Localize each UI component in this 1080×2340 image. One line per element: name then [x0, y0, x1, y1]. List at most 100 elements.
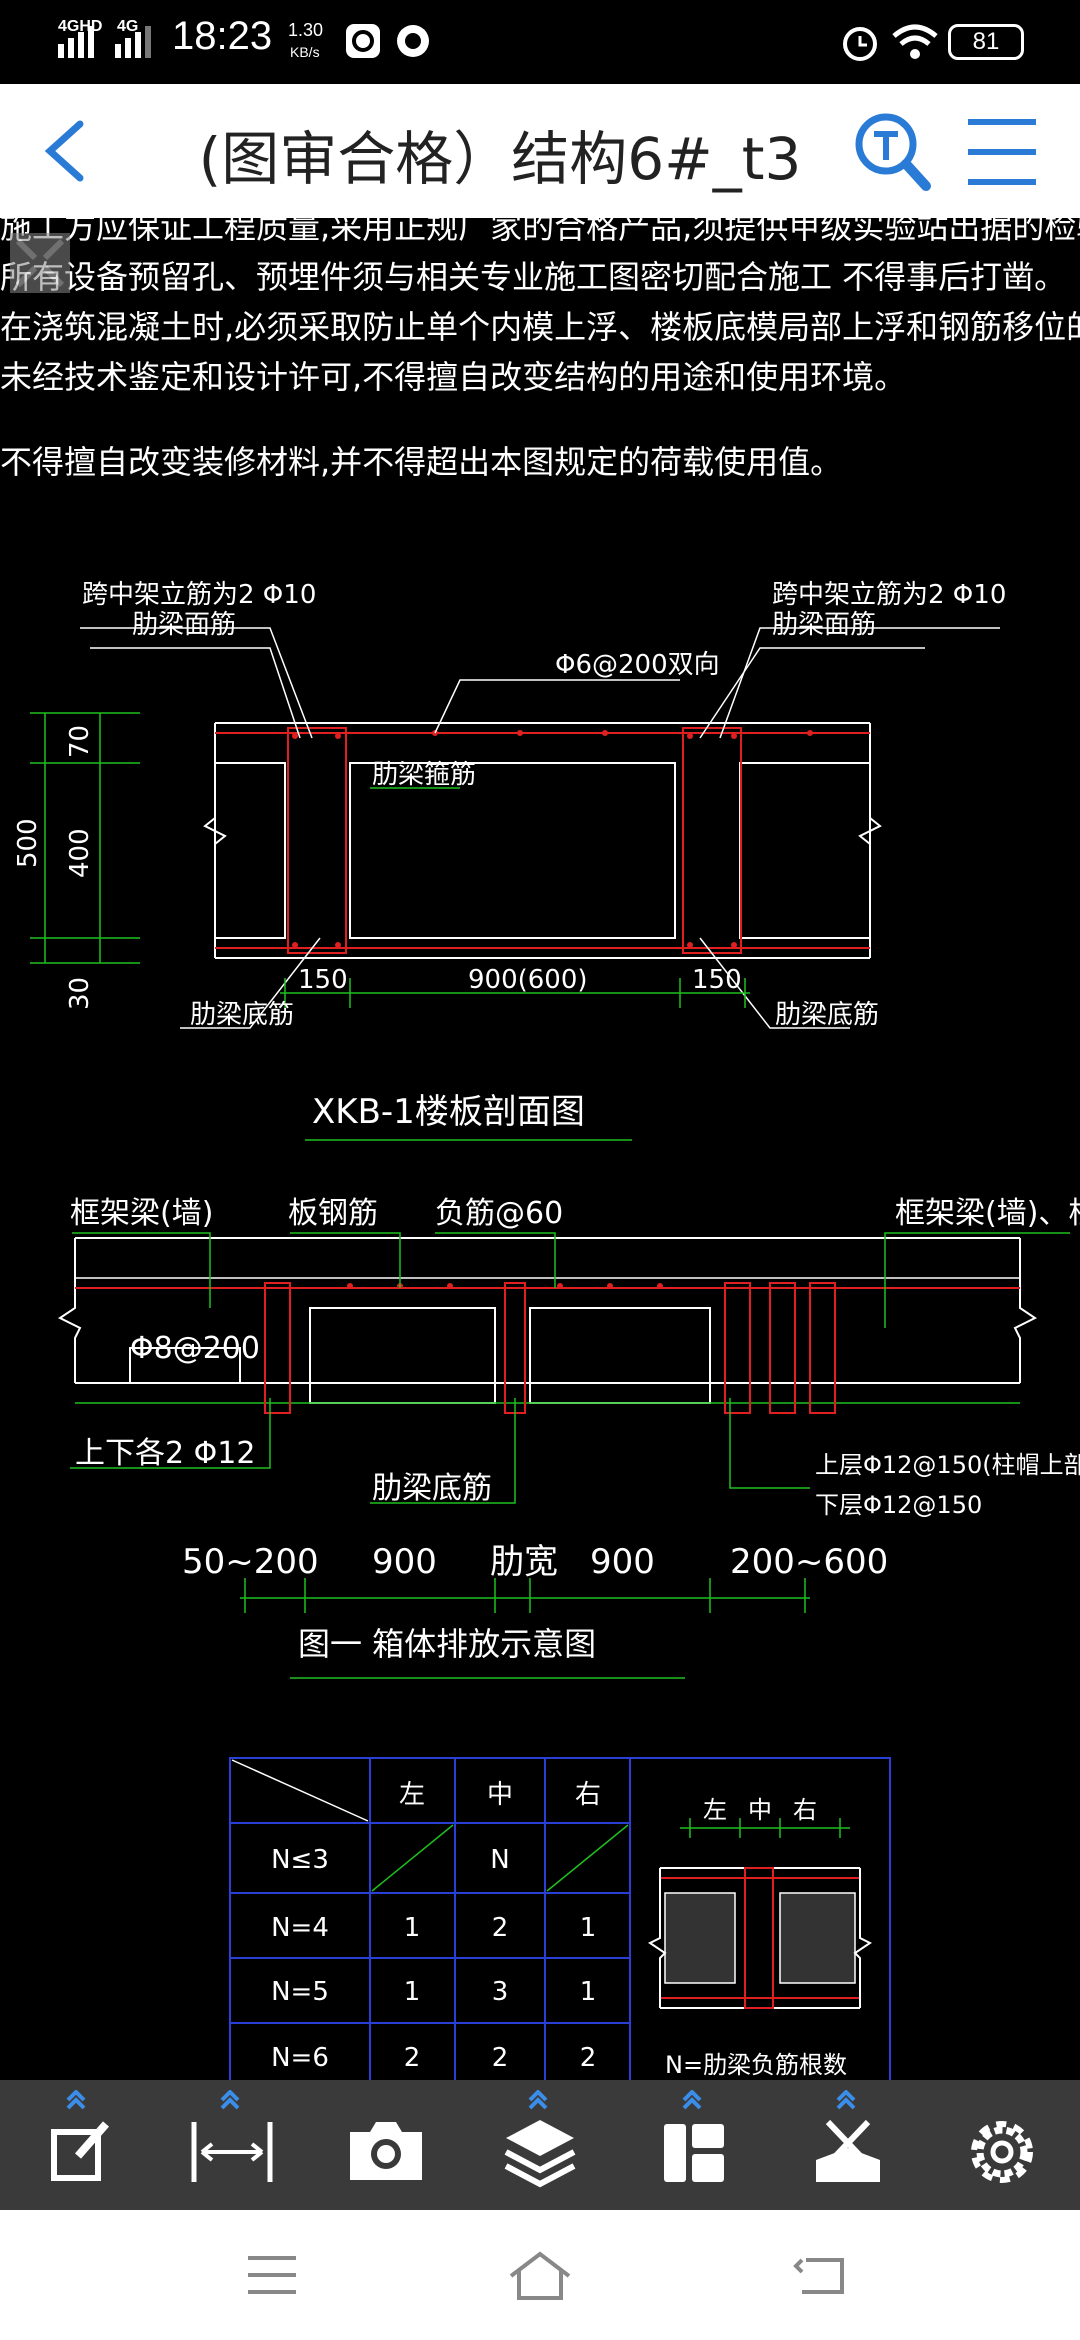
- settings-gear-icon: [971, 2121, 1033, 2183]
- settings-button[interactable]: [942, 2090, 1062, 2200]
- table-header-mid: 中: [487, 1780, 513, 1810]
- caption-box-layout: 图一 箱体排放示意图: [298, 1625, 596, 1663]
- label-slab-bar: 板钢筋: [288, 1196, 378, 1231]
- wifi-icon: [892, 24, 938, 59]
- alarm-icon: [843, 27, 877, 61]
- system-nav-bar: [0, 2210, 1080, 2340]
- rebar-table: 左 中 右 N≤3 N N=4 1 2 1 N=5 1 3 1 N=6 2 2 …: [229, 1757, 891, 2080]
- battery-level: 81: [972, 28, 1000, 55]
- menu-icon[interactable]: [242, 2250, 302, 2300]
- dim-4: 900: [590, 1542, 655, 1582]
- bottom-toolbar: [0, 2080, 1080, 2210]
- label-bottom-right: 肋梁底筋: [775, 1000, 879, 1030]
- battery-icon: 81: [948, 24, 1024, 60]
- table-row-2-right: 1: [580, 1913, 597, 1943]
- label-bottom-left: 肋梁底筋: [190, 1000, 294, 1030]
- table-header-left: 左: [399, 1780, 425, 1810]
- note-line-3: 在浇筑混凝土时,必须采取防止单个内模上浮、楼板底模局部上浮和钢筋移位的有效措施。: [0, 308, 1080, 346]
- measure-button[interactable]: [172, 2089, 292, 2200]
- label-face-left: 肋梁面筋: [132, 610, 236, 640]
- label-stirrup: 肋梁箍筋: [372, 760, 476, 790]
- table-row-2-mid: 2: [492, 1913, 509, 1943]
- label-frame-cap: 框架梁(墙)、柱帽: [895, 1196, 1080, 1231]
- label-upper-layer: 上层Φ12@150(柱帽上部筋按柱帽配筋): [815, 1451, 1080, 1479]
- caption-xkb1: XKB-1楼板剖面图: [312, 1092, 585, 1132]
- net-speed-unit: KB/s: [290, 44, 320, 60]
- table-row-3-left: 1: [404, 1977, 421, 2007]
- dim-center: 900(600): [468, 965, 588, 995]
- net-speed-value: 1.30: [288, 20, 324, 40]
- table-row-3-n: N=5: [271, 1977, 329, 2007]
- signal-icon: [58, 26, 94, 58]
- fullscreen-icon[interactable]: [10, 233, 70, 293]
- detail-note: N=肋梁负筋根数: [665, 2051, 847, 2079]
- dim-bottom: 30: [65, 977, 95, 1010]
- label-face-right: 肋梁面筋: [772, 610, 876, 640]
- tools-icon: [816, 2089, 880, 2182]
- note-line-4: 未经技术鉴定和设计许可,不得擅自改变结构的用途和使用环境。: [0, 358, 906, 396]
- text-search-icon[interactable]: [852, 106, 932, 196]
- layers-button[interactable]: [480, 2089, 600, 2200]
- dim-mid: 400: [65, 828, 95, 878]
- section-box-layout: 框架梁(墙) 板钢筋 负筋@60 框架梁(墙)、柱帽 Φ8@200 上下各2 Φ…: [58, 1196, 1080, 1679]
- label-top-bottom: 上下各2 Φ12: [75, 1436, 255, 1471]
- label-frame-beam: 框架梁(墙): [70, 1196, 213, 1231]
- network-label-1: 4GHD: [58, 18, 103, 35]
- label-bidirectional: Φ6@200双向: [555, 650, 720, 680]
- layers-icon: [504, 2089, 576, 2188]
- edit-note-icon: [51, 2089, 110, 2181]
- table-row-1-n: N≤3: [271, 1845, 329, 1875]
- home-icon[interactable]: [505, 2248, 575, 2302]
- back-icon[interactable]: [792, 2250, 852, 2300]
- detail-label-left: 左: [703, 1796, 727, 1824]
- label-stirrup-2: Φ8@200: [130, 1331, 260, 1366]
- table-row-4-mid: 2: [492, 2043, 509, 2073]
- note-line-5: 不得擅自改变装修材料,并不得超出本图规定的荷载使用值。: [0, 443, 842, 481]
- camera-button[interactable]: [326, 2090, 446, 2200]
- signal-icon-2: [115, 26, 151, 58]
- chevron-left-icon[interactable]: [36, 116, 96, 186]
- hamburger-menu-icon[interactable]: [962, 114, 1042, 190]
- label-neg-bar: 负筋@60: [435, 1196, 563, 1231]
- camera-icon: [350, 2122, 422, 2180]
- table-row-3-right: 1: [580, 1977, 597, 2007]
- tools-button[interactable]: [788, 2089, 908, 2200]
- layout-icon: [664, 2089, 724, 2182]
- label-rib-bottom: 肋梁底筋: [372, 1471, 492, 1506]
- detail-label-right: 右: [793, 1796, 817, 1824]
- app-notification-icon: [346, 24, 380, 58]
- dim-left: 150: [298, 965, 348, 995]
- cad-drawing-canvas[interactable]: 施工方应保证工程质量,采用正规厂家的合格产品,须提供甲级实验站出据的检验报告. …: [0, 218, 1080, 2080]
- layout-button[interactable]: [634, 2089, 754, 2200]
- label-mid-top-left: 跨中架立筋为2 Φ10: [82, 580, 316, 610]
- table-row-4-n: N=6: [271, 2043, 329, 2073]
- dim-3: 肋宽: [490, 1542, 558, 1582]
- measure-icon: [191, 2089, 273, 2182]
- detail-label-mid: 中: [748, 1796, 772, 1824]
- note-line-2: 所有设备预留孔、预埋件须与相关专业施工图密切配合施工 不得事后打凿。: [0, 258, 1066, 296]
- table-header-right: 右: [575, 1780, 601, 1810]
- document-title: (图审合格）结构6#_t3: [198, 125, 802, 193]
- app-notification-icon-2: [397, 25, 429, 57]
- table-row-4-right: 2: [580, 2043, 597, 2073]
- dim-total: 500: [13, 818, 43, 868]
- section-xkb1: 跨中架立筋为2 Φ10 肋梁面筋 跨中架立筋为2 Φ10 肋梁面筋 Φ6@200…: [13, 580, 1006, 1141]
- table-row-2-n: N=4: [271, 1913, 329, 1943]
- clock: 18:23: [172, 14, 273, 58]
- network-label-2: 4G: [117, 18, 139, 35]
- dim-2: 900: [372, 1542, 437, 1582]
- dim-1: 50~200: [182, 1542, 319, 1582]
- label-mid-top-right: 跨中架立筋为2 Φ10: [772, 580, 1006, 610]
- dim-5: 200~600: [730, 1542, 888, 1582]
- dim-top: 70: [65, 725, 95, 758]
- label-lower-layer: 下层Φ12@150: [815, 1491, 982, 1519]
- edit-note-button[interactable]: [18, 2089, 138, 2200]
- table-row-3-mid: 3: [492, 1977, 509, 2007]
- dim-right: 150: [692, 965, 742, 995]
- cad-drawing-svg[interactable]: 施工方应保证工程质量,采用正规厂家的合格产品,须提供甲级实验站出据的检验报告. …: [0, 218, 1080, 2080]
- table-row-4-left: 2: [404, 2043, 421, 2073]
- table-row-1-mid: N: [490, 1845, 509, 1875]
- app-bar: (图审合格）结构6#_t3: [0, 84, 1080, 219]
- status-bar: 4GHD 4G 18:23 1.30 KB/s 81: [0, 0, 1080, 84]
- note-line-1: 施工方应保证工程质量,采用正规厂家的合格产品,须提供甲级实验站出据的检验报告.: [0, 218, 1080, 246]
